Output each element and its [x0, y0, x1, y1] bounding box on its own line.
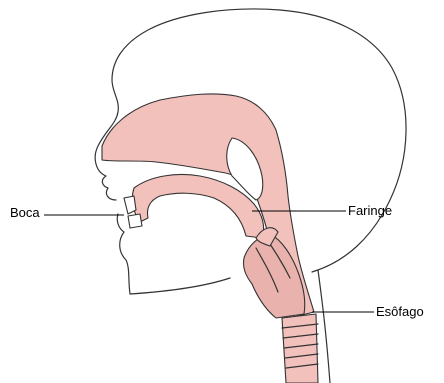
trachea	[282, 314, 318, 383]
label-mouth: Boca	[10, 205, 40, 220]
neck-outline	[318, 270, 330, 383]
upper-teeth	[124, 196, 136, 214]
lower-teeth	[128, 214, 142, 228]
label-esophagus: Esôfago	[376, 304, 424, 319]
label-pharynx: Faringe	[348, 203, 392, 218]
